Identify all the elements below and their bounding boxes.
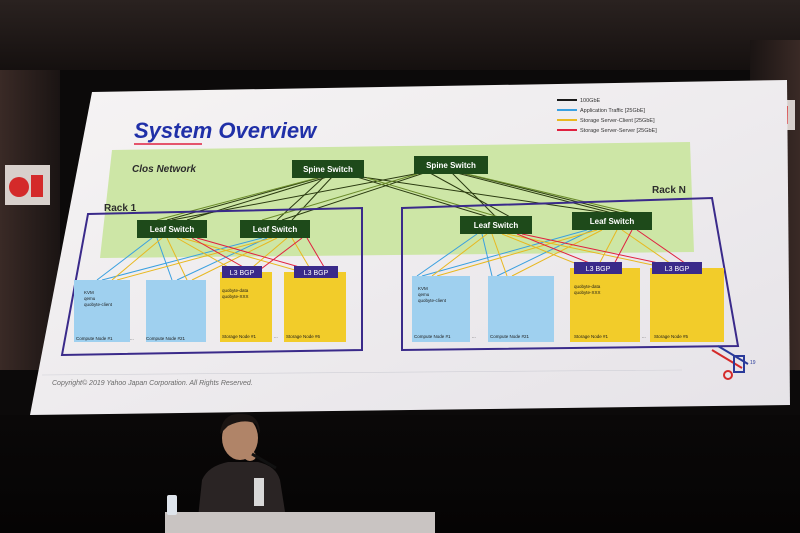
leaf-switch-label: Leaf Switch: [474, 221, 519, 230]
node-software: quobyte-data: [222, 288, 249, 293]
compute-node: [146, 280, 206, 342]
presentation-slide: System Overview 100GbE Application Traff…: [30, 80, 790, 415]
l3-bgp-label: L3 BGP: [586, 266, 611, 273]
node-software: quobyte-XXX: [574, 290, 601, 295]
logo-year: 19: [750, 360, 756, 366]
node-separator: ...: [130, 336, 134, 341]
projection-screen: System Overview 100GbE Application Traff…: [22, 80, 790, 415]
l3-bgp-badge: [652, 262, 702, 274]
node-caption: Storage Node #6: [286, 334, 321, 339]
footer-rule: [41, 369, 683, 376]
compute-node: [488, 276, 554, 342]
storage-node: [570, 268, 640, 342]
storage-node: [284, 272, 346, 342]
node-separator: ...: [274, 334, 278, 339]
leaf-switch: [240, 220, 310, 238]
node-software: quobyte-client: [418, 298, 447, 303]
node-software: quobyte-data: [574, 284, 601, 289]
compute-node: [412, 276, 470, 342]
legend-label: Storage Server-Client [25GbE]: [580, 118, 655, 124]
l3-bgp-label: L3 BGP: [665, 266, 690, 273]
clos-network-area: [100, 142, 694, 258]
node-caption: Compute Node #1: [414, 334, 451, 339]
storage-node: [650, 268, 724, 342]
stage-wall-left: [0, 70, 60, 370]
conference-logo: 19: [711, 345, 756, 380]
node-software: quobyte-client: [84, 302, 113, 307]
node-software: qemu: [418, 292, 430, 297]
l3-bgp-label: L3 BGP: [304, 270, 329, 277]
rack-n-frame: [401, 196, 740, 352]
l3-bgp-badge: [222, 266, 262, 278]
spine-switch: [414, 156, 488, 174]
rack-n-links: [416, 229, 693, 277]
stage-ceiling: [0, 0, 800, 70]
uplinks-lime: [156, 173, 633, 221]
rack-label: Rack 1: [104, 203, 137, 214]
node-caption: Storage Node #1: [574, 334, 609, 339]
node-software: KVM: [84, 290, 94, 295]
node-separator: ...: [642, 334, 646, 339]
wall-decoration: [5, 165, 50, 205]
node-caption: Storage Node #5: [654, 334, 689, 339]
l3-bgp-label: L3 BGP: [230, 270, 255, 277]
spine-switch-label: Spine Switch: [303, 165, 353, 174]
legend-label: 100GbE: [580, 98, 601, 104]
rack-label: Rack N: [652, 185, 686, 196]
leaf-switch-label: Leaf Switch: [150, 225, 195, 234]
copyright-text: Copyright© 2019 Yahoo Japan Corporation.…: [52, 379, 253, 387]
podium: [165, 512, 435, 533]
legend-label: Application Traffic [25GbE]: [580, 108, 645, 114]
node-caption: Compute Node #21: [490, 334, 530, 339]
node-separator: ...: [472, 334, 476, 339]
clos-network-label: Clos Network: [132, 164, 196, 175]
storage-node: [220, 272, 272, 342]
leaf-switch: [137, 220, 207, 238]
legend: 100GbE Application Traffic [25GbE] Stora…: [557, 98, 657, 134]
speaker-person: [198, 413, 286, 518]
leaf-switch-label: Leaf Switch: [590, 217, 635, 226]
leaf-switch: [460, 216, 532, 234]
legend-label: Storage Server-Server [25GbE]: [580, 128, 657, 134]
leaf-switch: [572, 212, 652, 230]
water-bottle: [167, 495, 177, 515]
node-software: KVM: [418, 286, 428, 291]
leaf-switch-label: Leaf Switch: [253, 225, 298, 234]
l3-bgp-badge: [574, 262, 622, 274]
node-caption: Compute Node #1: [76, 336, 113, 341]
compute-node: [74, 280, 130, 342]
spine-switch: [292, 160, 364, 178]
slide-title: System Overview: [134, 118, 318, 143]
uplinks: [166, 172, 623, 221]
node-caption: Compute Node #21: [146, 336, 186, 341]
rack-1-frame: [60, 206, 363, 357]
l3-bgp-badge: [294, 266, 338, 278]
node-software: qemu: [84, 296, 96, 301]
spine-switch-label: Spine Switch: [426, 161, 476, 170]
node-caption: Storage Node #1: [222, 334, 257, 339]
node-software: quobyte-XXX: [222, 294, 249, 299]
